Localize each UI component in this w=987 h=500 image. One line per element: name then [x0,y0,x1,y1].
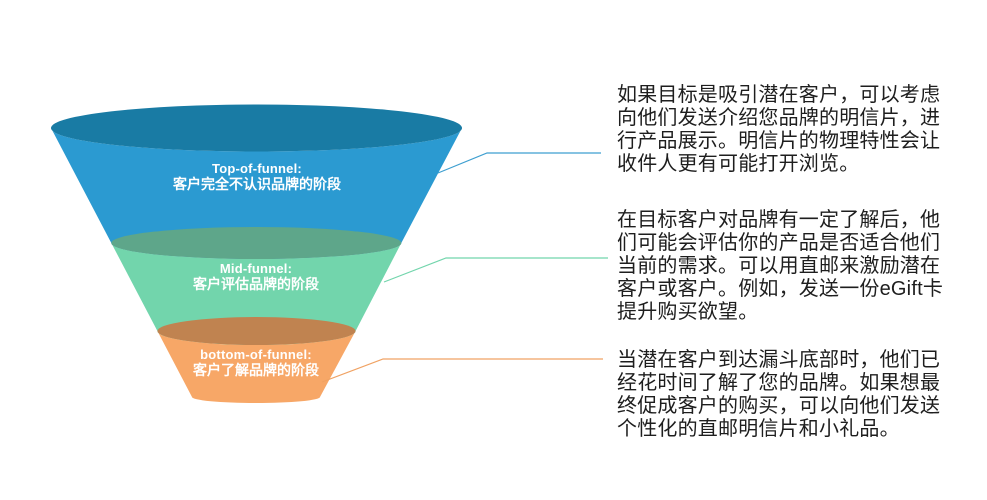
tier-top-body [51,128,462,259]
tier-mid-body [111,243,402,346]
connector-line-top [437,152,601,174]
tier-mid-opening-ellipse [111,227,402,259]
tier-label-mid: Mid-funnel: 客户评估品牌的阶段 [193,261,319,293]
description-paragraph-top: 如果目标是吸引潜在客户，可以考虑 向他们发送介绍您品牌的明信片，进 行产品展示。… [617,84,941,175]
description-paragraph-mid: 在目标客户对品牌有一定了解后，他 们可能会评估你的产品是否适合他们 当前的需求。… [617,209,944,323]
tier-label-mid-zh: 客户评估品牌的阶段 [193,276,319,292]
description-paragraph-bottom: 当潜在客户到达漏斗底部时，他们已 经花时间了解了您的品牌。如果想最 终促成客户的… [617,349,941,440]
tier-label-top-zh: 客户完全不认识品牌的阶段 [173,176,341,192]
connector-line-mid [383,257,608,283]
tier-bottom-opening-ellipse [157,317,356,345]
tier-label-bottom-en: bottom-of-funnel: [200,347,312,362]
tier-label-mid-en: Mid-funnel: [219,261,293,276]
tier-label-bottom: bottom-of-funnel: 客户了解品牌的阶段 [193,347,319,379]
tier-bottom-body [157,331,356,403]
tier-label-top: Top-of-funnel: 客户完全不认识品牌的阶段 [173,161,341,193]
connector-line-bottom [321,358,603,383]
tier-top-opening-ellipse [51,104,462,152]
tier-label-top-en: Top-of-funnel: [212,161,302,176]
tier-label-bottom-zh: 客户了解品牌的阶段 [193,362,319,378]
